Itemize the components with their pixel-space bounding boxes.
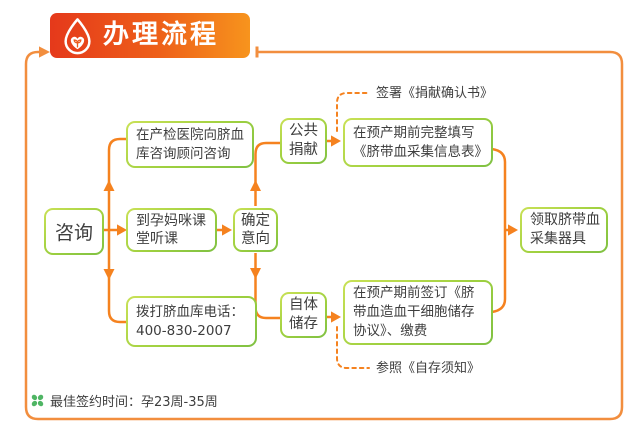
- outer-frame: [24, 46, 624, 421]
- node-phone-hotline: 拨打脐血库电话： 400-830-2007: [126, 296, 257, 347]
- annotation-self-storage-notice: 参照《自存须知》: [376, 361, 481, 376]
- flow-connectors: [104, 137, 509, 324]
- node-kit-label: 领取脐带血 采集器具: [530, 212, 600, 247]
- frame-arrowhead: [39, 46, 50, 58]
- node-public-donation: 公共 捐献: [280, 118, 327, 164]
- node-self-label: 自体 储存: [289, 297, 318, 332]
- flow-arrowheads: [103, 135, 518, 323]
- node-storage-agreement: 在预产期前签订《脐 带血造血干细胞储存 协议》、缴费: [343, 280, 493, 345]
- blood-drop-heart-icon: [64, 17, 91, 54]
- node-hospital-label: 在产检医院向脐血 库咨询顾问咨询: [136, 127, 244, 162]
- clover-icon: [31, 394, 44, 407]
- page-title-banner: 办理流程: [50, 13, 250, 58]
- node-hospital-consult: 在产检医院向脐血 库咨询顾问咨询: [126, 121, 254, 168]
- node-form-label: 在预产期前完整填写 《脐带血采集信息表》: [353, 124, 488, 160]
- annotation-donation-confirmation: 签署《捐献确认书》: [376, 86, 494, 101]
- node-class-label: 到孕妈咪课 堂听课: [136, 212, 206, 248]
- page-title: 办理流程: [103, 19, 220, 50]
- node-confirm-intention: 确定 意向: [233, 208, 278, 252]
- annotation-connectors: [336, 92, 370, 369]
- node-phone-label: 拨打脐血库电话： 400-830-2007: [136, 303, 244, 339]
- node-consult: 咨询: [44, 208, 104, 255]
- node-agreement-label: 在预产期前签订《脐 带血造血干细胞储存 协议》、缴费: [353, 285, 475, 339]
- node-collection-form: 在预产期前完整填写 《脐带血采集信息表》: [343, 118, 493, 167]
- node-decide-label: 确定 意向: [241, 212, 270, 248]
- node-collection-kit: 领取脐带血 采集器具: [520, 207, 608, 253]
- footer-note: 最佳签约时间：孕23周-35周: [30, 391, 218, 410]
- node-mom-class: 到孕妈咪课 堂听课: [126, 208, 217, 252]
- node-self-storage: 自体 储存: [280, 292, 327, 338]
- node-consult-label: 咨询: [54, 222, 93, 244]
- node-public-label: 公共 捐献: [289, 123, 318, 158]
- footer-note-text: 最佳签约时间：孕23周-35周: [50, 395, 218, 410]
